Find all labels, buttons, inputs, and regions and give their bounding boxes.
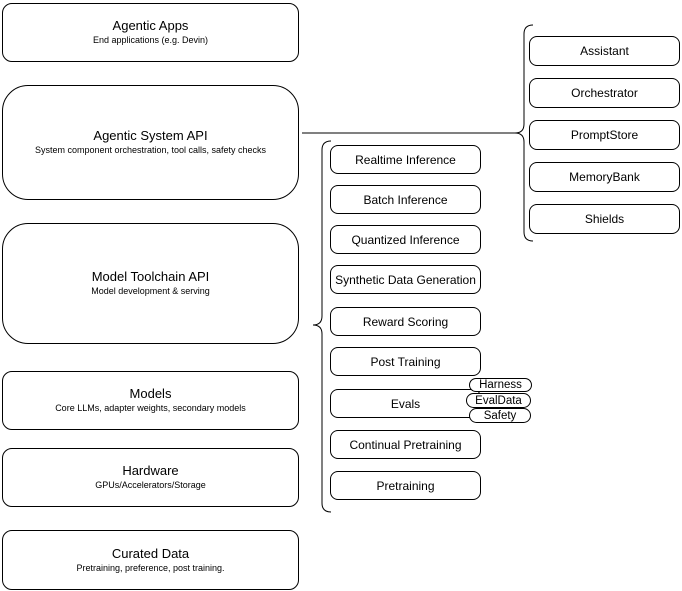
mid-box-post-training: Post Training — [330, 347, 481, 376]
box-title: Agentic System API — [93, 128, 208, 143]
box-title: Hardware — [122, 463, 179, 478]
mid-box-batch-inference: Batch Inference — [330, 185, 481, 214]
box-title: Agentic Apps — [112, 18, 189, 33]
box-curated-data: Curated Data Pretraining, preference, po… — [2, 530, 299, 590]
box-subtitle: GPUs/Accelerators/Storage — [95, 480, 206, 490]
box-agentic-apps: Agentic Apps End applications (e.g. Devi… — [2, 3, 299, 62]
box-models: Models Core LLMs, adapter weights, secon… — [2, 371, 299, 430]
rbox-memorybank: MemoryBank — [529, 162, 680, 192]
box-model-toolchain-api: Model Toolchain API Model development & … — [2, 223, 299, 344]
box-subtitle: Model development & serving — [91, 286, 210, 296]
mid-box-synthetic-data-generation: Synthetic Data Generation — [330, 265, 481, 294]
mid-box-reward-scoring: Reward Scoring — [330, 307, 481, 336]
box-title: Curated Data — [111, 545, 190, 561]
box-subtitle: End applications (e.g. Devin) — [92, 35, 209, 45]
mid-box-continual-pretraining: Continual Pretraining — [330, 430, 481, 459]
rbox-assistant: Assistant — [529, 36, 680, 66]
pill-evaldata: EvalData — [466, 393, 531, 408]
box-hardware: Hardware GPUs/Accelerators/Storage — [2, 448, 299, 507]
box-title: Model Toolchain API — [91, 269, 210, 284]
mid-box-pretraining: Pretraining — [330, 471, 481, 500]
mid-box-evals: Evals — [330, 389, 481, 418]
pill-safety: Safety — [469, 408, 531, 423]
pill-harness: Harness — [469, 378, 532, 392]
mid-box-quantized-inference: Quantized Inference — [330, 225, 481, 254]
rbox-shields: Shields — [529, 204, 680, 234]
box-subtitle: Pretraining, preference, post training. — [76, 562, 225, 573]
rbox-promptstore: PromptStore — [529, 120, 680, 150]
box-agentic-system-api: Agentic System API System component orch… — [2, 85, 299, 200]
box-title: Models — [129, 386, 172, 401]
toolchain-brace — [312, 140, 332, 513]
box-subtitle: Core LLMs, adapter weights, secondary mo… — [55, 403, 246, 413]
rbox-orchestrator: Orchestrator — [529, 78, 680, 108]
box-subtitle: System component orchestration, tool cal… — [34, 145, 267, 155]
mid-box-realtime-inference: Realtime Inference — [330, 145, 481, 174]
